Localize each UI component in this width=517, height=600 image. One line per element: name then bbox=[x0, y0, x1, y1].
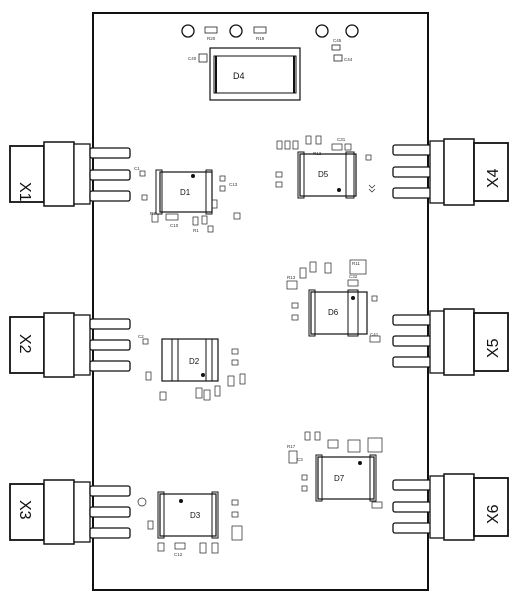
connector-x4-label: X4 bbox=[485, 168, 502, 188]
ref-label: R7 bbox=[150, 211, 156, 216]
ref-label: C1 bbox=[134, 166, 140, 171]
d1-passives bbox=[139, 170, 241, 233]
capacitor-c45 bbox=[331, 44, 341, 51]
connector-x6: X6 bbox=[392, 473, 509, 541]
chip-d7-label: D7 bbox=[334, 474, 345, 483]
chip-d5-label: D5 bbox=[318, 170, 329, 179]
ref-label: C44 bbox=[344, 57, 353, 62]
chip-d1-label: D1 bbox=[180, 188, 191, 197]
ref-label: C3 bbox=[297, 457, 303, 462]
mounting-hole bbox=[181, 24, 195, 38]
d3-passives bbox=[137, 497, 243, 554]
ref-label: C41 bbox=[370, 332, 379, 337]
chip-d6: D6 bbox=[308, 289, 368, 337]
chip-d3-label: D3 bbox=[190, 511, 201, 520]
capacitor-c44 bbox=[333, 54, 343, 62]
polarity-mark bbox=[137, 497, 147, 507]
mounting-holes bbox=[181, 24, 359, 38]
chip-d1: D1 bbox=[155, 169, 213, 215]
connector-x5: X5 bbox=[392, 308, 509, 376]
ref-label: C2 bbox=[138, 334, 144, 339]
ref-label: R20 bbox=[207, 36, 216, 41]
connector-x5-label: X5 bbox=[485, 338, 502, 358]
ref-label: C31 bbox=[337, 137, 346, 142]
mounting-hole bbox=[229, 24, 243, 38]
ref-label: C12 bbox=[174, 552, 183, 557]
ref-label: R13 bbox=[287, 275, 296, 280]
ref-label: C40 bbox=[188, 56, 197, 61]
connector-x3: X3 bbox=[9, 479, 131, 545]
chip-d4-outline bbox=[213, 55, 297, 94]
ref-label: C45 bbox=[333, 38, 342, 43]
connector-x2-label: X2 bbox=[16, 334, 33, 354]
connector-x3-label: X3 bbox=[16, 500, 33, 520]
connector-x1: X1 bbox=[9, 141, 131, 207]
ref-label: C10 bbox=[170, 223, 179, 228]
resistor-r19 bbox=[253, 26, 267, 34]
connector-x4: X4 bbox=[392, 138, 509, 206]
chip-d6-label: D6 bbox=[328, 308, 339, 317]
d5-passives bbox=[275, 135, 376, 193]
ref-label: C13 bbox=[229, 182, 238, 187]
d6-passives bbox=[286, 259, 381, 343]
d7-passives bbox=[288, 431, 383, 509]
d5-mark bbox=[368, 184, 376, 193]
chip-d2-label: D2 bbox=[189, 357, 200, 366]
chip-d5: D5 bbox=[297, 151, 357, 199]
chip-d4: D4 bbox=[209, 47, 301, 101]
mounting-hole bbox=[345, 24, 359, 38]
ref-label: R19 bbox=[256, 36, 265, 41]
ref-label: R1 bbox=[193, 228, 199, 233]
chip-d4-body bbox=[209, 47, 301, 101]
connector-x6-label: X6 bbox=[485, 504, 502, 524]
connector-x1-label: X1 bbox=[16, 182, 33, 202]
top-passives bbox=[198, 26, 343, 63]
ref-label: R11 bbox=[352, 261, 360, 266]
chip-d7: D7 bbox=[315, 454, 377, 502]
mounting-hole bbox=[315, 24, 329, 38]
connector-x2: X2 bbox=[9, 312, 131, 378]
ref-label: R17 bbox=[287, 444, 296, 449]
chip-d3: D3 bbox=[157, 491, 219, 539]
chip-d2: D2 bbox=[161, 338, 219, 382]
ref-label: C32 bbox=[349, 274, 358, 279]
capacitor-c40 bbox=[198, 53, 208, 63]
ref-label: R12 bbox=[313, 151, 322, 156]
resistor-r20 bbox=[204, 26, 218, 34]
d2-passives bbox=[142, 338, 246, 401]
chip-d4-label: D4 bbox=[233, 71, 245, 81]
